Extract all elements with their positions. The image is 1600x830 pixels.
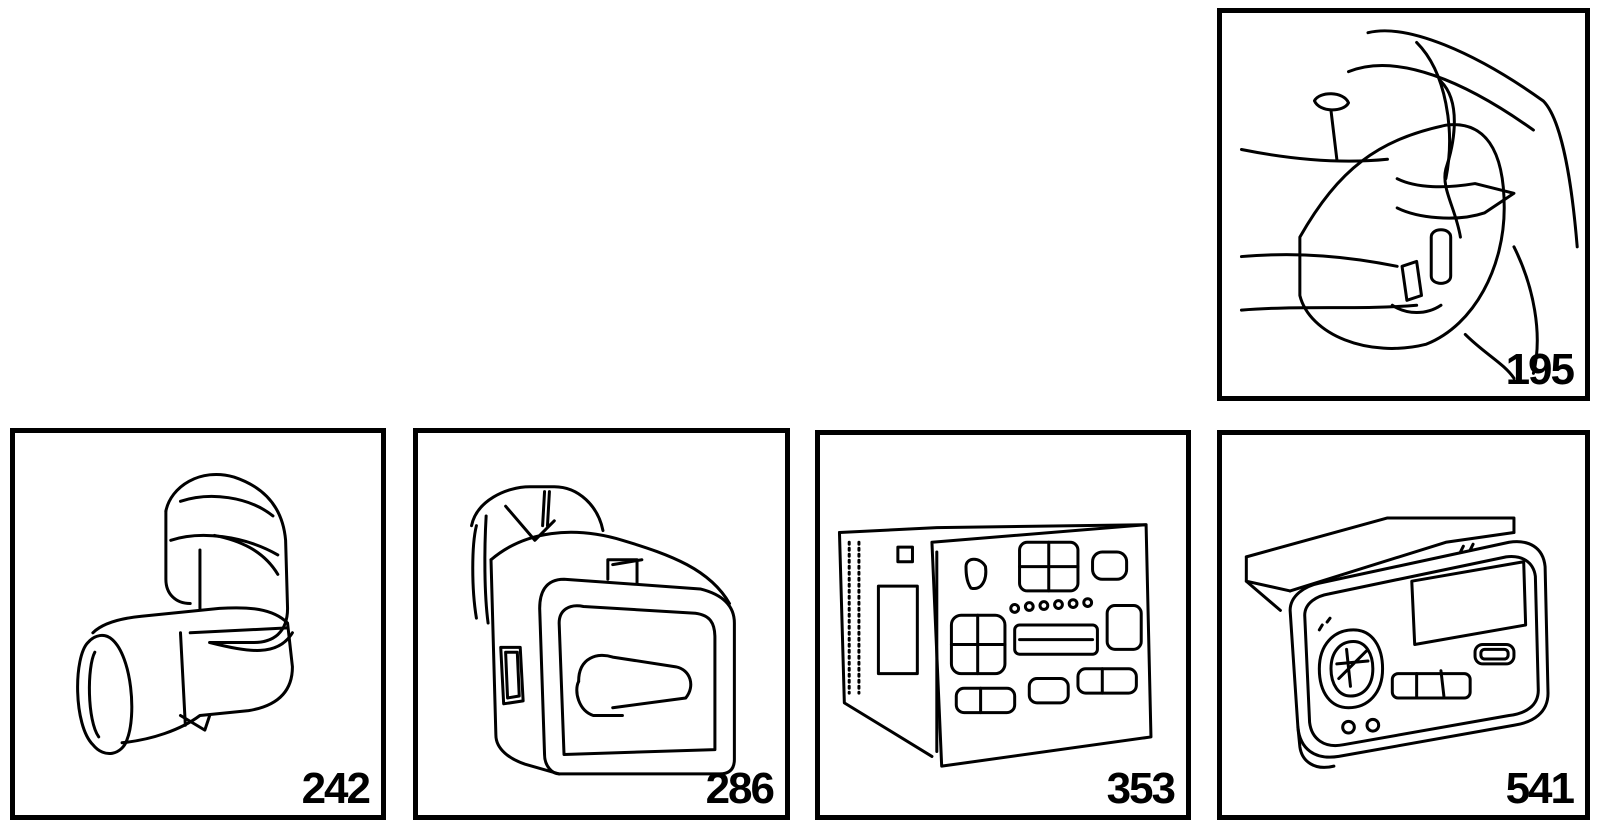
washer-reservoir-icon (1222, 13, 1585, 396)
component-panel-541: 541 (1217, 430, 1590, 820)
cassette-radio-icon (820, 435, 1186, 815)
part-number-label: 286 (705, 764, 775, 813)
display-module-icon (1222, 435, 1585, 815)
component-panel-242: 242 (10, 428, 386, 820)
angled-connector-boot-icon (15, 433, 381, 815)
part-number-label: 353 (1106, 764, 1176, 813)
component-panel-353: 353 (815, 430, 1191, 820)
rectangular-connector-icon (418, 433, 785, 815)
part-number-label: 195 (1505, 345, 1575, 394)
component-panel-286: 286 (413, 428, 790, 820)
part-number-label: 541 (1505, 764, 1575, 813)
component-panel-195: 195 (1217, 8, 1590, 401)
part-number-label: 242 (301, 764, 371, 813)
